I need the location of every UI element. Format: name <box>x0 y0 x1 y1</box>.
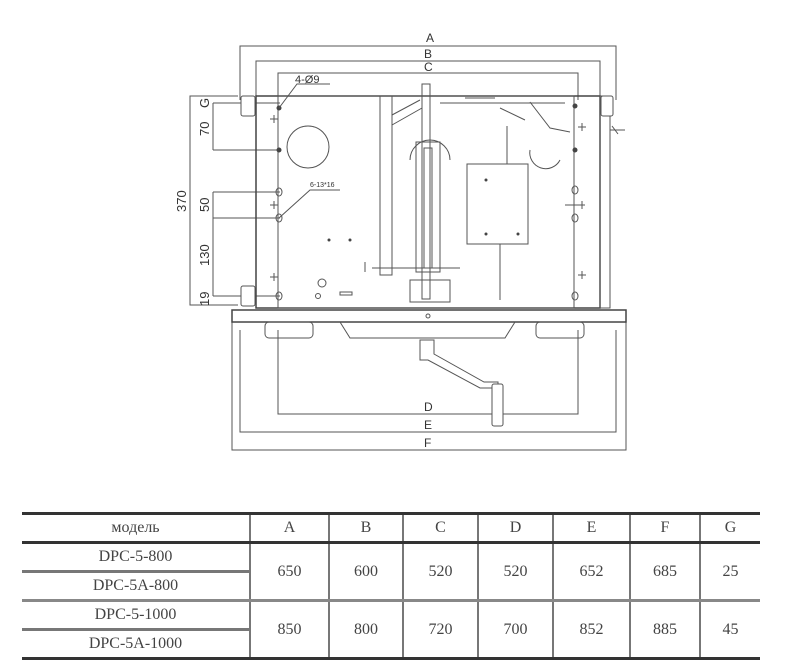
operating-mechanism <box>315 83 571 303</box>
dim-label-f: F <box>424 436 431 450</box>
dimension-lines-left: G 70 370 50 130 19 <box>174 95 280 306</box>
dim-label-d: D <box>424 400 433 414</box>
table-row: DPC-5A-800 <box>22 571 760 602</box>
truck-base <box>231 309 627 339</box>
dimensions-table: модель A B C D E F G DPC-5-800 650 600 5… <box>22 512 760 660</box>
dimension-lines-bottom: D E F <box>231 310 627 451</box>
table-row: DPC-5A-1000 <box>22 630 760 659</box>
header-g: G <box>699 513 760 543</box>
header-c: C <box>402 513 478 543</box>
header-d: D <box>477 513 553 543</box>
value-d: 520 <box>477 542 553 602</box>
dim-label-g: G <box>197 98 212 108</box>
model-cell: DPC-5-800 <box>22 542 250 573</box>
header-b: B <box>328 513 403 543</box>
table-row: DPC-5-1000 850 800 720 700 852 885 45 <box>22 600 760 659</box>
dim-label-130: 130 <box>197 244 212 266</box>
value-e: 852 <box>552 600 630 659</box>
dim-label-70: 70 <box>197 122 212 136</box>
model-cell: DPC-5-1000 <box>22 600 250 631</box>
value-d: 700 <box>477 600 553 659</box>
value-a: 650 <box>249 542 329 602</box>
table-header-row: модель A B C D E F G <box>22 513 760 543</box>
value-g: 25 <box>699 542 760 602</box>
breaker-frame: 4-Ø9 6-13*16 <box>240 74 625 309</box>
model-cell: DPC-5A-1000 <box>88 635 183 652</box>
breaker-dimension-drawing: A B C D E F G 70 370 50 130 19 <box>174 31 627 451</box>
value-f: 885 <box>629 600 700 659</box>
dim-label-19: 19 <box>197 292 212 306</box>
value-a: 850 <box>249 600 329 659</box>
value-g: 45 <box>699 600 760 659</box>
hole-note-6-13x16: 6-13*16 <box>310 182 335 189</box>
table-row: DPC-5-800 650 600 520 520 652 685 25 <box>22 542 760 602</box>
header-f: F <box>629 513 700 543</box>
hole-note-4-dia-9: 4-Ø9 <box>295 74 319 86</box>
dim-label-370: 370 <box>174 190 189 212</box>
value-c: 520 <box>402 542 478 602</box>
dim-label-c: C <box>424 60 433 74</box>
header-a: A <box>249 513 329 543</box>
value-e: 652 <box>552 542 630 602</box>
value-b: 800 <box>328 600 403 659</box>
model-cell: DPC-5A-800 <box>22 571 250 602</box>
header-e: E <box>552 513 630 543</box>
dimension-lines-top: A B C <box>239 31 617 100</box>
value-f: 685 <box>629 542 700 602</box>
dim-label-b: B <box>424 47 432 61</box>
crank-handle <box>419 339 504 427</box>
value-b: 600 <box>328 542 403 602</box>
dim-label-50: 50 <box>197 198 212 212</box>
value-c: 720 <box>402 600 478 659</box>
dim-label-e: E <box>424 418 432 432</box>
dim-label-a: A <box>426 31 434 45</box>
header-model: модель <box>111 519 160 536</box>
